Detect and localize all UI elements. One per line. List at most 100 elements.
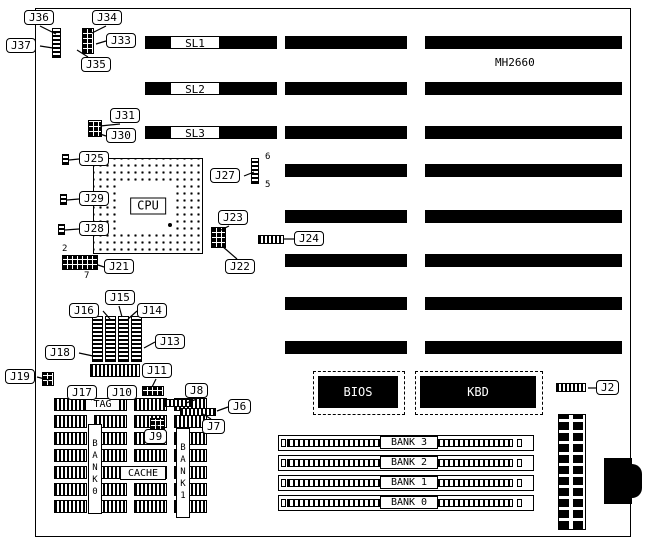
connector-j2 bbox=[556, 383, 586, 392]
connector-j8 bbox=[164, 399, 192, 407]
cache-chip bbox=[54, 415, 87, 428]
simm-clip bbox=[281, 439, 286, 447]
callout-j24: J24 bbox=[294, 231, 324, 246]
chip-j14 bbox=[118, 316, 129, 362]
callout-j25: J25 bbox=[79, 151, 109, 166]
callout-j16: J16 bbox=[69, 303, 99, 318]
connector-j19 bbox=[42, 372, 54, 386]
cache-bank0-label: BANK0 bbox=[88, 424, 102, 514]
bios-socket-outline bbox=[313, 371, 405, 415]
cache-chip bbox=[94, 415, 127, 428]
callout-j36: J36 bbox=[24, 10, 54, 25]
simm-clip bbox=[517, 479, 522, 487]
keyboard-din-connector bbox=[604, 458, 632, 504]
keyboard-din-connector-tab bbox=[630, 464, 642, 498]
simm-clip bbox=[281, 479, 286, 487]
connector-j24 bbox=[258, 235, 284, 244]
cache-chip bbox=[134, 483, 167, 496]
pin-number-j27-6: 6 bbox=[265, 152, 271, 162]
cache-chip bbox=[54, 449, 87, 462]
cache-chip bbox=[134, 449, 167, 462]
callout-j21: J21 bbox=[104, 259, 134, 274]
simm-slot-bank1 bbox=[278, 475, 534, 491]
callout-j8: J8 bbox=[185, 383, 209, 398]
cpu-socket: CPU bbox=[93, 158, 203, 254]
callout-j27: J27 bbox=[210, 168, 240, 183]
isa-slot bbox=[285, 82, 407, 95]
callout-j22: J22 bbox=[225, 259, 255, 274]
simm-slot-bank3 bbox=[278, 435, 534, 451]
isa-slot bbox=[285, 36, 407, 49]
connector-j11 bbox=[142, 386, 164, 396]
slot-label-sl1: SL1 bbox=[170, 36, 220, 50]
isa-slot bbox=[285, 341, 407, 354]
callout-j19: J19 bbox=[5, 369, 35, 384]
callout-j18: J18 bbox=[45, 345, 75, 360]
bios-label: BIOS bbox=[343, 385, 373, 399]
isa-slot bbox=[425, 126, 622, 139]
cache-chip bbox=[54, 432, 87, 445]
callout-j2: J2 bbox=[596, 380, 620, 395]
isa-slot bbox=[285, 210, 407, 223]
callout-j30: J30 bbox=[106, 128, 136, 143]
simm-bank3-label: BANK 3 bbox=[380, 436, 438, 449]
isa-slot bbox=[425, 297, 622, 310]
cpu-label: CPU bbox=[130, 197, 166, 215]
isa-slot bbox=[425, 210, 622, 223]
callout-j14: J14 bbox=[137, 303, 167, 318]
callout-j7: J7 bbox=[202, 419, 226, 434]
simm-clip bbox=[517, 439, 522, 447]
simm-slot-bank2 bbox=[278, 455, 534, 471]
pin-number-j21-2: 2 bbox=[62, 244, 68, 254]
simm-slot-bank0 bbox=[278, 495, 534, 511]
callout-j33: J33 bbox=[106, 33, 136, 48]
isa-slot bbox=[425, 164, 622, 177]
bios-chip: BIOS bbox=[318, 376, 398, 408]
cache-chip bbox=[134, 398, 167, 411]
callout-j37: J37 bbox=[6, 38, 36, 53]
connector-j33-j34-j35 bbox=[82, 28, 94, 54]
isa-slot bbox=[285, 164, 407, 177]
callout-j10: J10 bbox=[107, 385, 137, 400]
callout-j29: J29 bbox=[79, 191, 109, 206]
connector-j21 bbox=[62, 255, 98, 270]
chip-j13 bbox=[131, 316, 142, 362]
cache-chip-array bbox=[54, 398, 207, 513]
chip-j16 bbox=[92, 316, 103, 362]
kbd-label: KBD bbox=[467, 385, 489, 399]
isa-slot bbox=[285, 126, 407, 139]
cache-chip bbox=[54, 466, 87, 479]
callout-j17: J17 bbox=[67, 385, 97, 400]
connector-j28 bbox=[58, 224, 65, 235]
cache-chip bbox=[54, 483, 87, 496]
callout-j31: J31 bbox=[110, 108, 140, 123]
chip-j15 bbox=[105, 316, 116, 362]
cache-bank1-label: BANK1 bbox=[176, 428, 190, 518]
cache-label: CACHE bbox=[120, 466, 166, 480]
simm-clip bbox=[281, 459, 286, 467]
pin-number-j21-7: 7 bbox=[84, 271, 90, 281]
callout-j28: J28 bbox=[79, 221, 109, 236]
kbd-socket-outline bbox=[415, 371, 543, 415]
callout-j6: J6 bbox=[228, 399, 252, 414]
slot-label-sl2: SL2 bbox=[170, 82, 220, 96]
tag-label: TAG bbox=[85, 398, 120, 411]
connector-j30-j31 bbox=[88, 120, 102, 137]
simm-clip bbox=[517, 499, 522, 507]
callout-j15: J15 bbox=[105, 290, 135, 305]
isa-slot bbox=[425, 341, 622, 354]
simm-clip bbox=[517, 459, 522, 467]
connector-j6-j7 bbox=[180, 408, 216, 416]
isa-slot bbox=[425, 36, 622, 49]
cpu-pin1-dot bbox=[168, 223, 172, 227]
chip-j18 bbox=[90, 364, 140, 377]
connector-j25 bbox=[62, 154, 69, 165]
simm-clip bbox=[281, 499, 286, 507]
connector-j29 bbox=[60, 194, 67, 205]
callout-j11: J11 bbox=[142, 363, 172, 378]
callout-j23: J23 bbox=[218, 210, 248, 225]
power-connector bbox=[558, 414, 586, 530]
cache-chip bbox=[54, 500, 87, 513]
board-model-text: MH2660 bbox=[495, 56, 535, 69]
